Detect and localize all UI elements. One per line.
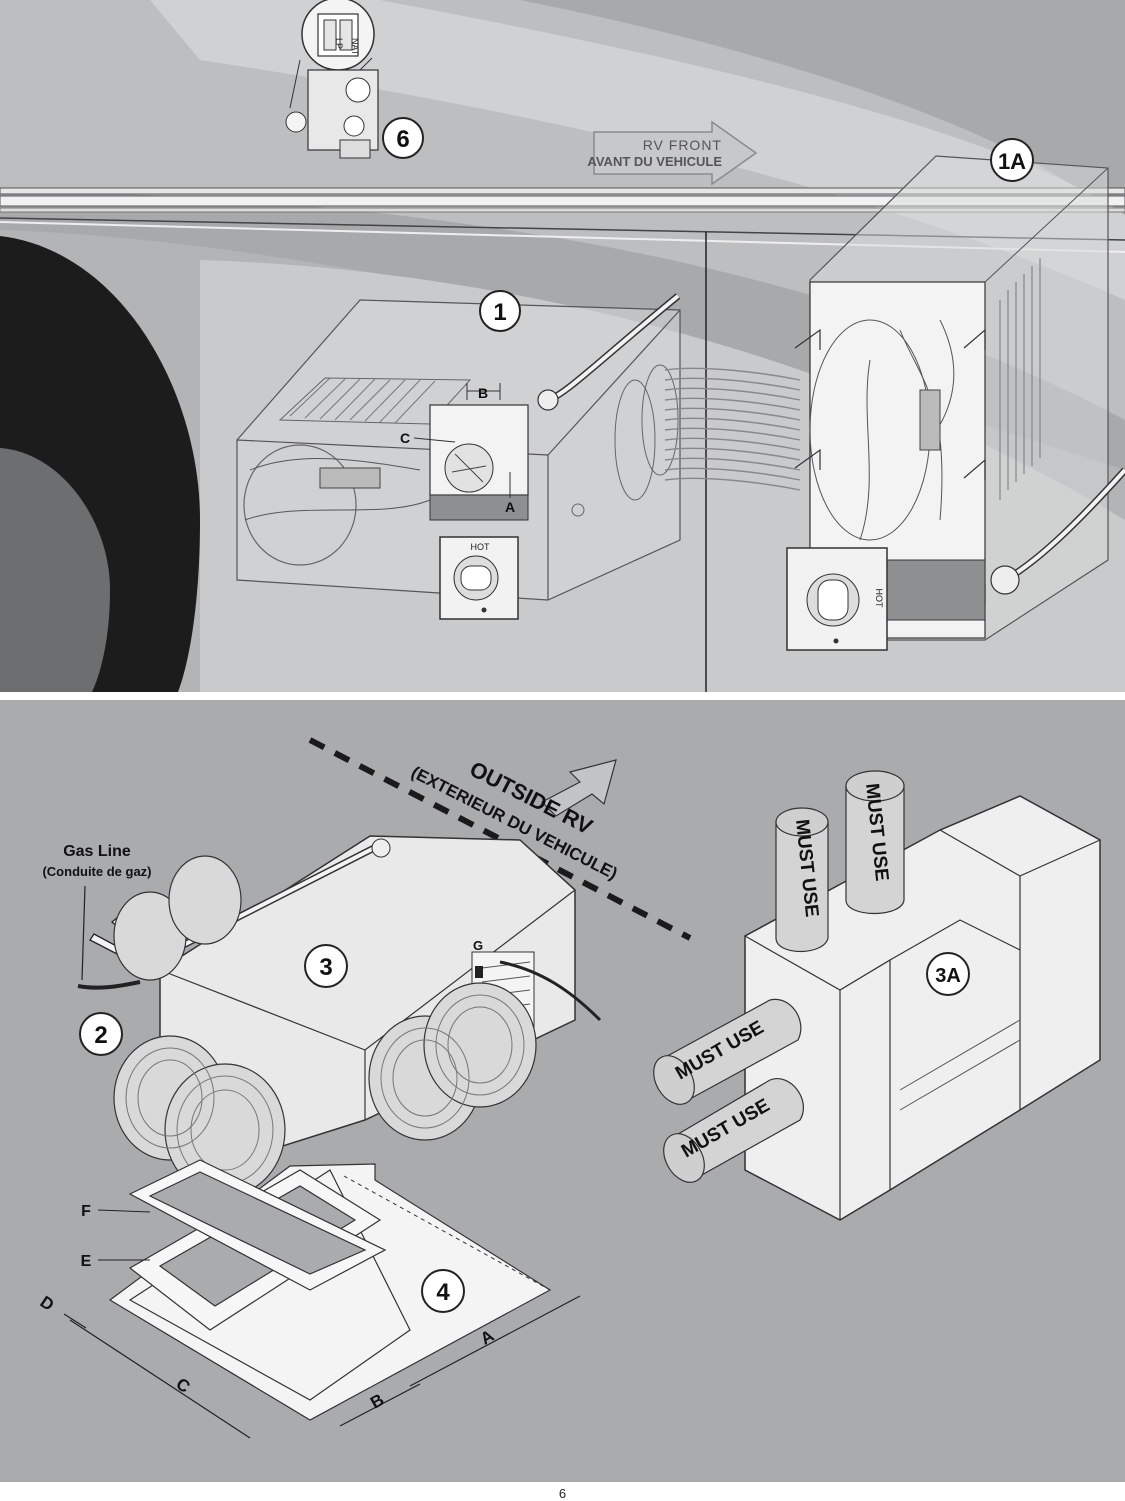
- mounting-frames: [108, 1159, 552, 1421]
- dim-letter-f: F: [81, 1203, 91, 1220]
- callout-3-label: 3: [319, 954, 332, 981]
- top-installation-panel: NAT LP 6 RV FRONT AVANT DU VEHICULE: [0, 0, 1125, 692]
- callout-6: 6: [382, 117, 424, 159]
- heater-unit-3: [113, 835, 602, 1197]
- dim-letter-a-top: A: [505, 499, 515, 515]
- callout-1: 1: [479, 290, 521, 332]
- hot-label-right: HOT: [874, 589, 884, 609]
- wheel-hub: [0, 448, 110, 692]
- callout-4-label: 4: [436, 1279, 450, 1306]
- rv-front-arrow: [593, 120, 758, 186]
- callout-1a-label: 1A: [998, 149, 1026, 174]
- gas-line-label: Gas Line: [63, 843, 131, 860]
- outside-arrow: [540, 759, 617, 817]
- rv-front-label: RV FRONT: [643, 137, 722, 153]
- gas-line-label-fr: (Conduite de gaz): [42, 864, 151, 879]
- valve-label-nat: NAT: [350, 38, 360, 56]
- callout-6-label: 6: [396, 126, 409, 153]
- plenum-box-3a: [744, 795, 1101, 1221]
- callout-2-label: 2: [94, 1022, 107, 1049]
- dim-letter-g: G: [473, 938, 483, 953]
- duct-rear-left: [113, 855, 242, 981]
- callout-1-label: 1: [493, 299, 506, 326]
- page-number: 6: [558, 1486, 567, 1501]
- hot-label-left: HOT: [471, 542, 491, 552]
- callout-1a: 1A: [990, 138, 1034, 182]
- heater-unit-left: [236, 293, 801, 620]
- callout-3: 3: [304, 944, 348, 988]
- bottom-installation-panel: OUTSIDE RV (EXTERIEUR DU VEHICULE) Gas L…: [0, 700, 1125, 1482]
- valve-label-lp: LP: [334, 38, 344, 49]
- callout-3a: 3A: [926, 952, 970, 996]
- callout-2: 2: [79, 1012, 123, 1056]
- must-use-ducts: [653, 770, 905, 1183]
- dim-letter-b-top: B: [478, 385, 488, 401]
- outside-boundary-line: [308, 737, 692, 941]
- callout-3a-label: 3A: [935, 965, 961, 987]
- gas-valve-illustration: [285, 0, 379, 159]
- dim-letter-e: E: [81, 1253, 92, 1270]
- callout-4: 4: [421, 1269, 465, 1313]
- dim-letter-c-top: C: [400, 430, 410, 446]
- rv-front-label-fr: AVANT DU VEHICULE: [587, 154, 722, 169]
- heater-unit-right: [786, 155, 1125, 651]
